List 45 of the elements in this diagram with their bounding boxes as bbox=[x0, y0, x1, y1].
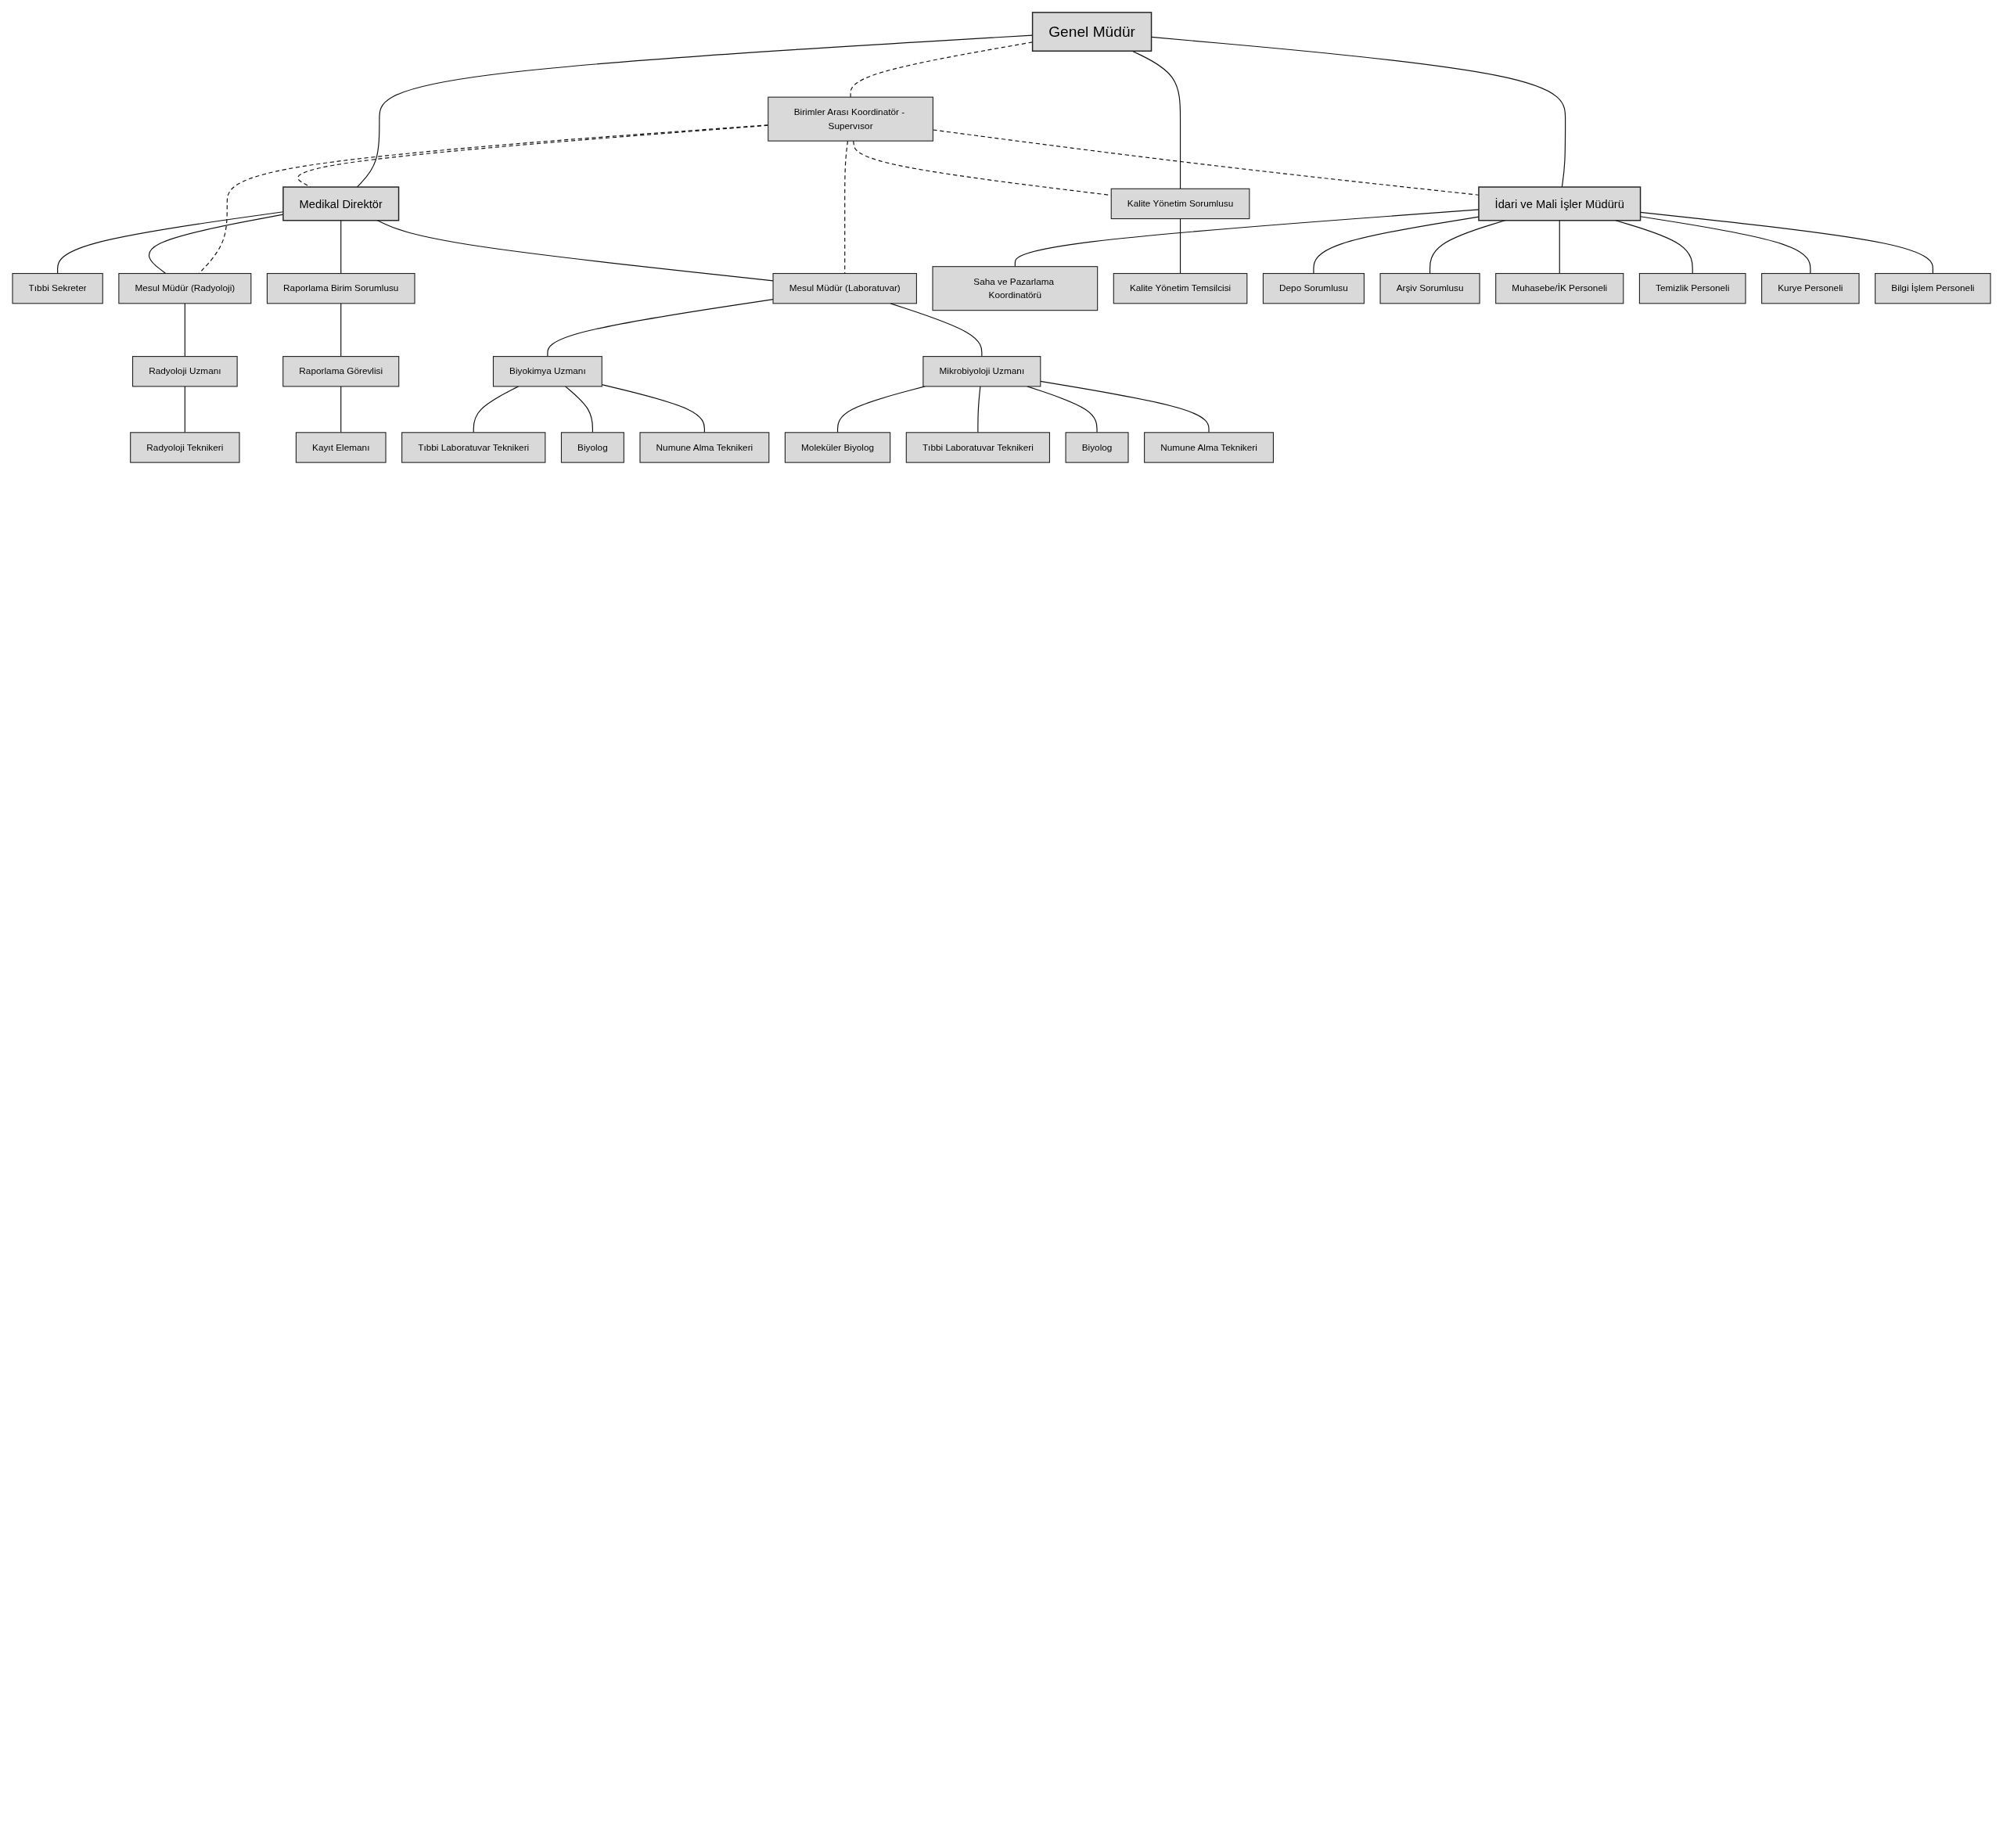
connector bbox=[564, 386, 593, 433]
node-box: Medikal Direktör bbox=[282, 186, 400, 221]
node-box: Kalite Yönetim Sorumlusu bbox=[1110, 188, 1250, 220]
node-box: Tıbbi Laboratuvar Teknikeri bbox=[401, 432, 546, 463]
node-box: Mesul Müdür (Radyoloji) bbox=[118, 272, 252, 304]
connector bbox=[340, 220, 342, 275]
connector bbox=[473, 386, 520, 433]
node-box: Depo Sorumlusu bbox=[1262, 272, 1365, 304]
node-box: Genel Müdür bbox=[1031, 12, 1153, 52]
node-box: Saha ve Pazarlama Koordinatörü bbox=[932, 266, 1099, 311]
connector bbox=[184, 303, 185, 358]
node-box: Raporlama Birim Sorumlusu bbox=[266, 272, 415, 304]
connector bbox=[184, 386, 185, 433]
node-box: Temizlik Personeli bbox=[1638, 272, 1746, 304]
node-box: Radyoloji Uzmanı bbox=[132, 356, 238, 387]
connector bbox=[340, 386, 342, 433]
node-box: İdari ve Mali İşler Müdürü bbox=[1478, 186, 1642, 221]
node-box: Kalite Yönetim Temsilcisi bbox=[1113, 272, 1248, 304]
node-box: Bilgi İşlem Personeli bbox=[1875, 272, 1991, 304]
node-box: Raporlama Görevlisi bbox=[282, 356, 400, 387]
node-box: Biyolog bbox=[1065, 432, 1129, 463]
node-box: Mikrobiyoloji Uzmanı bbox=[922, 356, 1041, 387]
node-box: Kurye Personeli bbox=[1761, 272, 1860, 304]
node-box: Arşiv Sorumlusu bbox=[1379, 272, 1480, 304]
connector bbox=[1559, 220, 1560, 275]
node-box: Numune Alma Teknikeri bbox=[1144, 432, 1274, 463]
node-box: Birimler Arası Koordinatör - Supervısor bbox=[768, 96, 933, 142]
node-box: Tıbbi Laboratuvar Teknikeri bbox=[905, 432, 1050, 463]
connector bbox=[376, 220, 774, 282]
node-box: Mesul Müdür (Laboratuvar) bbox=[772, 272, 917, 304]
node-box: Radyoloji Teknikeri bbox=[130, 432, 240, 463]
connector bbox=[547, 298, 774, 358]
connector bbox=[340, 303, 342, 358]
node-box: Muhasebe/İK Personeli bbox=[1495, 272, 1624, 304]
connector bbox=[890, 303, 983, 358]
connector bbox=[1040, 380, 1210, 433]
connector bbox=[1131, 50, 1181, 189]
connector bbox=[977, 386, 981, 433]
connector bbox=[1179, 218, 1181, 275]
node-box: Moleküler Biyolog bbox=[784, 432, 891, 463]
node-box: Tıbbi Sekreter bbox=[12, 272, 103, 304]
node-box: Biyokimya Uzmanı bbox=[492, 356, 602, 387]
node-box: Biyolog bbox=[560, 432, 624, 463]
node-box: Numune Alma Teknikeri bbox=[639, 432, 770, 463]
node-box: Kayıt Elemanı bbox=[295, 432, 387, 463]
